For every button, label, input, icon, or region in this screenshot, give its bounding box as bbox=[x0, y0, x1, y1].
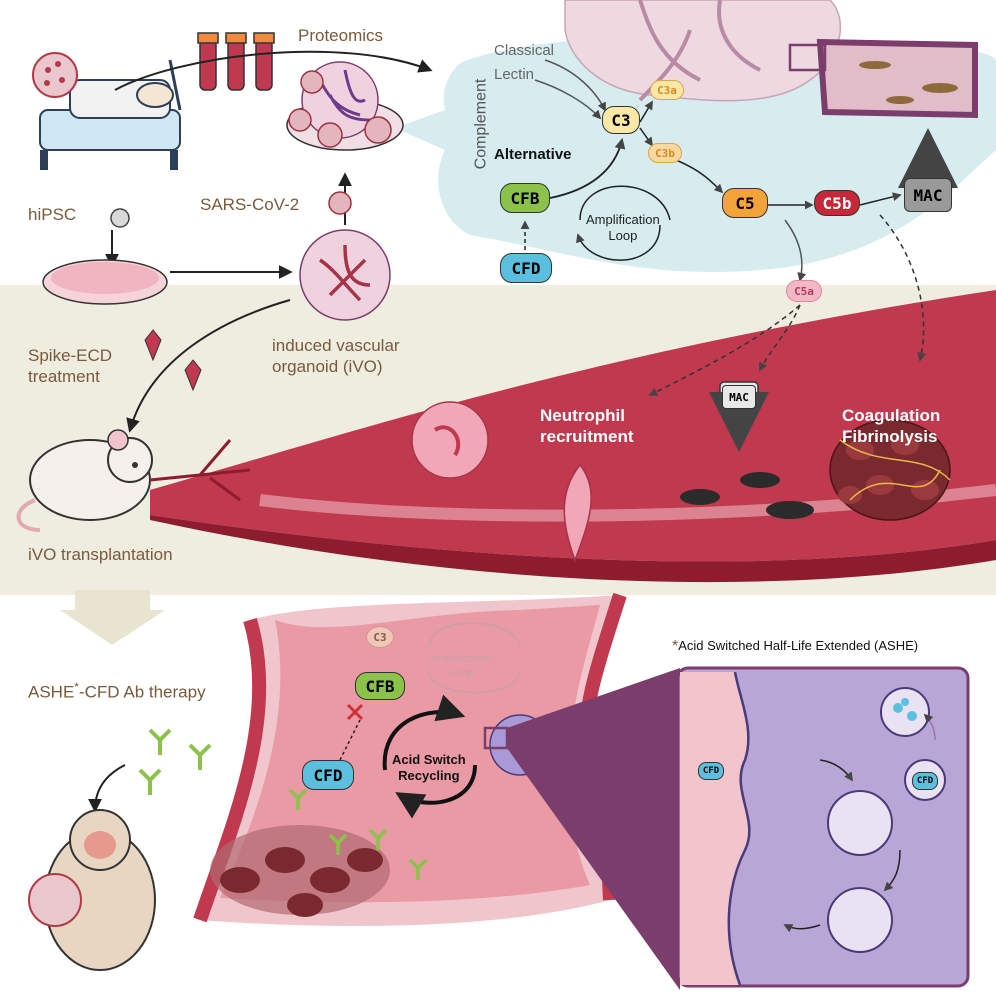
clot-bottom bbox=[210, 825, 390, 917]
virus-small-icon bbox=[328, 191, 352, 215]
lectin-label: Lectin bbox=[494, 66, 535, 83]
proteomics-label: Proteomics bbox=[298, 26, 384, 45]
c5-node: C5 bbox=[722, 188, 768, 218]
alternative-label: Alternative bbox=[494, 146, 572, 163]
hipsc-cell-icon bbox=[110, 208, 130, 228]
c3a-node: C3a bbox=[650, 80, 684, 100]
patient-bed bbox=[39, 59, 182, 170]
sars-cov-2-label: SARS-CoV-2 bbox=[200, 195, 300, 214]
ashe-inset-panel bbox=[676, 666, 970, 988]
neutrophil-icon bbox=[411, 401, 489, 479]
vessel-segment bbox=[816, 38, 978, 119]
cfd-therapy-node: CFD bbox=[302, 760, 354, 790]
cfb-node: CFB bbox=[500, 183, 550, 213]
petri-dish-icon bbox=[42, 259, 168, 305]
blood-tubes-icon bbox=[197, 32, 275, 91]
hipsc-label: hiPSC bbox=[28, 205, 77, 224]
c3-node: C3 bbox=[602, 106, 640, 134]
infected-organoid-dish bbox=[286, 61, 404, 151]
inset-cfd-1: CFD bbox=[698, 762, 724, 780]
c3b-node: C3b bbox=[648, 143, 682, 163]
mouse-icon bbox=[16, 429, 153, 532]
down-arrow-shape bbox=[60, 590, 165, 645]
monkey-icon bbox=[44, 809, 156, 971]
mac-node: MAC bbox=[904, 178, 952, 212]
ashe-title: *Acid Switched Half-Life Extended (ASHE) bbox=[672, 638, 919, 655]
ivo-transplantation-label: iVO transplantation bbox=[28, 545, 173, 564]
c5a-node: C5a bbox=[786, 280, 822, 302]
cfd-node: CFD bbox=[500, 253, 552, 283]
classical-label: Classical bbox=[494, 42, 555, 59]
vessel-main bbox=[150, 290, 996, 562]
ashe-cfd-therapy-label: ASHE*-CFD Ab therapy bbox=[28, 680, 206, 702]
cfb-therapy-node: CFB bbox=[355, 672, 405, 700]
virus-monkey-icon bbox=[28, 873, 82, 927]
ivo-organoid-icon bbox=[299, 229, 391, 321]
virus-icon bbox=[32, 52, 78, 98]
mac-vessel-label: MAC bbox=[722, 385, 756, 409]
c5b-node: C5b bbox=[814, 190, 860, 216]
inset-cfd-2: CFD bbox=[912, 772, 938, 790]
coagulation-clot bbox=[829, 419, 951, 521]
complement-title: Complement bbox=[472, 78, 490, 170]
antibody-icons bbox=[138, 728, 428, 880]
c3-faded-node: C3 bbox=[366, 626, 394, 648]
